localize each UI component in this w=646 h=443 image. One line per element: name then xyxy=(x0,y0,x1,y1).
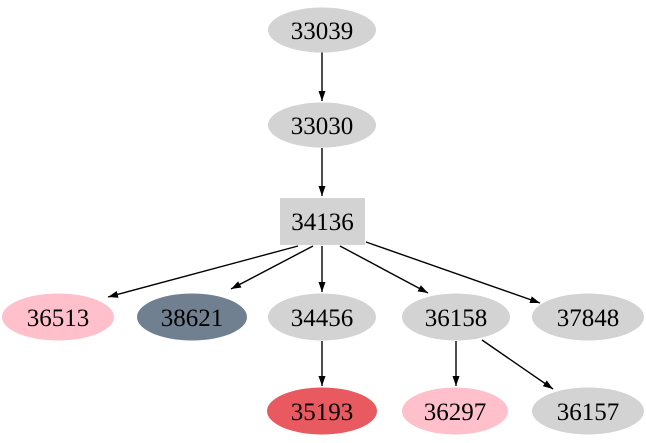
node-37848: 37848 xyxy=(532,293,644,341)
node-34136: 34136 xyxy=(280,198,365,245)
node-38621: 38621 xyxy=(137,293,247,341)
node-33039: 33039 xyxy=(268,7,376,53)
node-36513-shape xyxy=(2,293,114,341)
edge-group xyxy=(107,52,554,390)
edge-34136-36513 xyxy=(107,245,299,298)
node-36158-label: 36158 xyxy=(425,305,488,332)
node-36513-label: 36513 xyxy=(27,305,90,332)
node-33030: 33030 xyxy=(268,102,376,148)
node-38621-shape xyxy=(137,293,247,341)
edge-34136-38621 xyxy=(230,245,314,290)
node-37848-label: 37848 xyxy=(557,305,620,332)
node-33030-shape xyxy=(268,102,376,148)
node-35193-shape xyxy=(267,387,377,435)
node-35193: 35193 xyxy=(267,387,377,435)
node-35193-label: 35193 xyxy=(291,399,354,426)
node-36157-shape xyxy=(532,387,644,435)
edge-34136-37848 xyxy=(365,241,541,304)
node-36157: 36157 xyxy=(532,387,644,435)
node-36158: 36158 xyxy=(402,293,510,341)
edge-34136-36158 xyxy=(339,245,429,294)
node-34456-shape xyxy=(268,293,376,341)
node-33039-shape xyxy=(268,7,376,53)
node-38621-label: 38621 xyxy=(161,305,224,332)
node-34456: 34456 xyxy=(268,293,376,341)
node-33030-label: 33030 xyxy=(291,113,354,140)
node-36157-label: 36157 xyxy=(557,399,620,426)
node-34136-shape xyxy=(280,198,365,245)
node-34456-label: 34456 xyxy=(291,305,354,332)
node-36297-shape xyxy=(402,387,508,435)
node-36513: 36513 xyxy=(2,293,114,341)
node-36297-label: 36297 xyxy=(424,399,487,426)
node-37848-shape xyxy=(532,293,644,341)
node-36158-shape xyxy=(402,293,510,341)
node-36297: 36297 xyxy=(402,387,508,435)
node-34136-label: 34136 xyxy=(291,209,354,236)
node-33039-label: 33039 xyxy=(291,18,354,45)
edge-36158-36157 xyxy=(481,339,554,390)
